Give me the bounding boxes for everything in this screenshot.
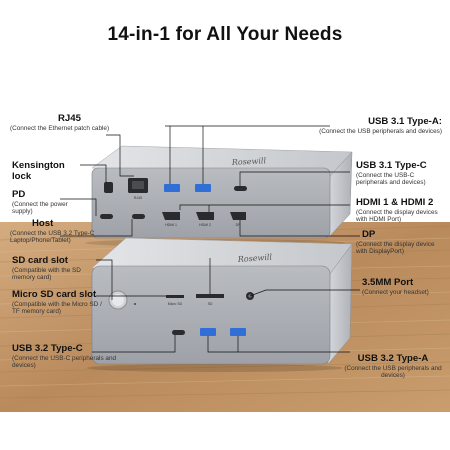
hub-back-view: Rosewill RJ45 HDMI 1 HDMI 2 DP — [85, 145, 353, 247]
hdmi1-port — [162, 212, 180, 220]
label-usb31a: USB 3.1 Type-A: (Connect the USB periphe… — [300, 116, 442, 135]
brand-logo-front: Rosewill — [237, 253, 273, 264]
port-caption-hdmi2: HDMI 2 — [199, 223, 211, 227]
label-usb32a-desc: (Connect the USB peripherals and devices… — [344, 364, 442, 379]
port-caption-lan: RJ45 — [134, 196, 142, 200]
microsd-slot — [166, 295, 184, 298]
label-rj45-desc: (Connect the Ethernet patch cable) — [10, 124, 110, 132]
hdmi2-port — [196, 212, 214, 220]
label-usb32a-title: USB 3.2 Type-A — [357, 353, 429, 364]
label-sd-desc: (Compatible with the SD memory card) — [12, 266, 81, 281]
label-usb31c-title: USB 3.1 Type-C — [356, 160, 427, 171]
label-hdmi-title: HDMI 1 & HDMI 2 — [356, 197, 434, 208]
dp-port — [230, 212, 246, 220]
label-usb32c-desc: (Connect the USB-C peripherals and devic… — [12, 354, 117, 369]
label-usb32c: USB 3.2 Type-C (Connect the USB-C periph… — [12, 343, 122, 369]
usb32a-port-1 — [200, 328, 216, 336]
label-kensington: Kensington lock — [12, 160, 82, 182]
label-pd-title: PD — [12, 189, 26, 200]
sd-slot — [196, 294, 224, 298]
label-dp-desc: (Connect the display device with Display… — [356, 240, 435, 255]
label-microsd: Micro SD card slot (Compatible with the … — [12, 289, 108, 315]
page-title: 14-in-1 for All Your Needs — [107, 24, 343, 45]
label-host-title: Host — [32, 218, 54, 229]
label-sd: SD card slot (Compatible with the SD mem… — [12, 255, 102, 281]
label-dp: DP (Connect the display device with Disp… — [356, 229, 446, 255]
label-pd-desc: (Connect the power supply) — [12, 200, 68, 215]
kensington-lock-slot — [104, 182, 113, 193]
port-caption-dp: DP — [236, 223, 242, 227]
label-usb31c-desc: (Connect the USB-C peripherals and devic… — [356, 171, 426, 186]
label-microsd-title: Micro SD card slot — [12, 289, 97, 300]
label-usb32c-title: USB 3.2 Type-C — [12, 343, 83, 354]
usb32c-port — [172, 330, 185, 335]
usb31a-port-1 — [164, 184, 180, 192]
hub-front-view: Rosewill Micro SD SD — [87, 237, 353, 372]
label-hdmi: HDMI 1 & HDMI 2 (Connect the display dev… — [356, 197, 446, 223]
label-sd-title: SD card slot — [12, 255, 68, 266]
label-usb31a-title: USB 3.1 Type-A: — [368, 116, 442, 127]
label-hdmi-desc: (Connect the display devices with HDMI P… — [356, 208, 438, 223]
callout-lines — [60, 125, 360, 353]
label-kensington-title: Kensington lock — [12, 160, 65, 182]
pd-port — [100, 214, 113, 219]
usb31a-port-2 — [195, 184, 211, 192]
port-caption-microsd: Micro SD — [168, 302, 183, 306]
label-microsd-desc: (Compatible with the Micro SD / TF memor… — [12, 300, 102, 315]
label-audio-title: 3.5MM Port — [362, 277, 414, 288]
label-rj45-title: RJ45 — [58, 113, 81, 124]
label-usb31a-desc: (Connect the USB peripherals and devices… — [319, 127, 442, 135]
label-rj45: RJ45 (Connect the Ethernet patch cable) — [10, 113, 168, 132]
label-usb31c: USB 3.1 Type-C (Connect the USB-C periph… — [356, 160, 446, 186]
brand-logo-top: Rosewill — [231, 156, 267, 167]
label-dp-title: DP — [362, 229, 376, 240]
port-caption-hdmi1: HDMI 1 — [165, 223, 177, 227]
label-audio-desc: (Connect your headset) — [362, 288, 429, 296]
label-usb32a: USB 3.2 Type-A (Connect the USB peripher… — [340, 353, 446, 379]
label-pd: PD (Connect the power supply) — [12, 189, 82, 215]
label-host: Host (Connect the USB 3.2 Type-C Laptop/… — [10, 218, 110, 244]
host-port — [132, 214, 145, 219]
label-host-desc: (Connect the USB 3.2 Type-C Laptop/Phone… — [10, 229, 95, 244]
usb32a-port-2 — [230, 328, 246, 336]
usb31c-port — [234, 186, 247, 191]
label-audio: 3.5MM Port (Connect your headset) — [362, 277, 446, 296]
port-caption-sd: SD — [208, 302, 213, 306]
